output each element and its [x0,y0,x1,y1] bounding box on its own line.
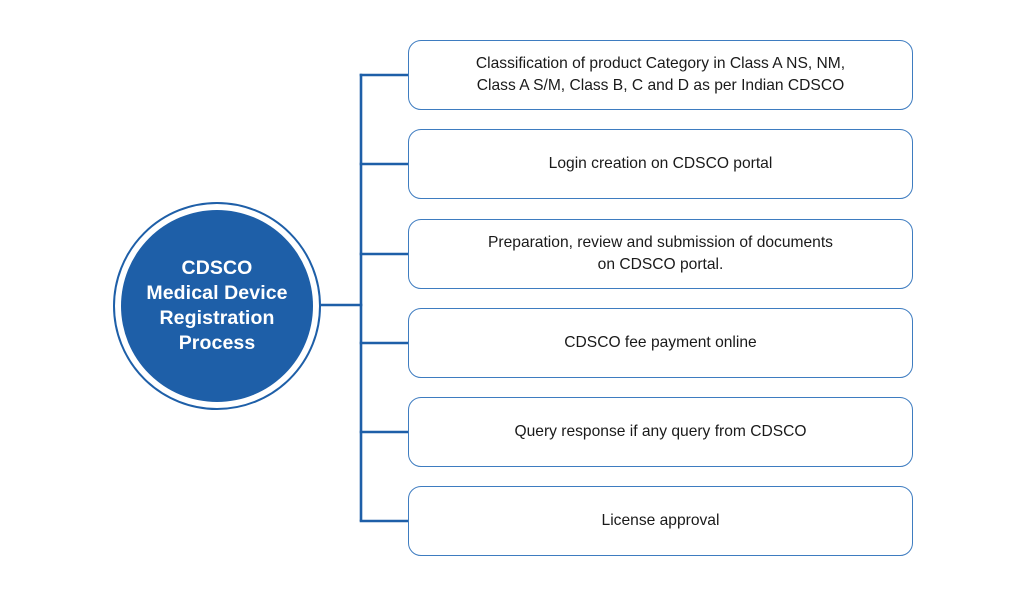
step-label-6: License approval [601,512,720,529]
step-label-2: Login creation on CDSCO portal [548,155,773,172]
step-box-4[interactable]: CDSCO fee payment online [408,308,913,378]
step-label-3: Preparation, review and submission of do… [488,234,833,273]
step-box-5[interactable]: Query response if any query from CDSCO [408,397,913,467]
hub-label: CDSCO Medical Device Registration Proces… [146,257,288,354]
step-box-6[interactable]: License approval [408,486,913,556]
hub-circle-fill: CDSCO Medical Device Registration Proces… [121,210,313,402]
step-box-3[interactable]: Preparation, review and submission of do… [408,219,913,289]
step-label-5: Query response if any query from CDSCO [514,423,807,440]
step-box-1[interactable]: Classification of product Category in Cl… [408,40,913,110]
step-box-2[interactable]: Login creation on CDSCO portal [408,129,913,199]
step-label-4: CDSCO fee payment online [564,334,757,351]
step-label-1: Classification of product Category in Cl… [475,55,846,94]
hub-circle: CDSCO Medical Device Registration Proces… [113,202,321,410]
